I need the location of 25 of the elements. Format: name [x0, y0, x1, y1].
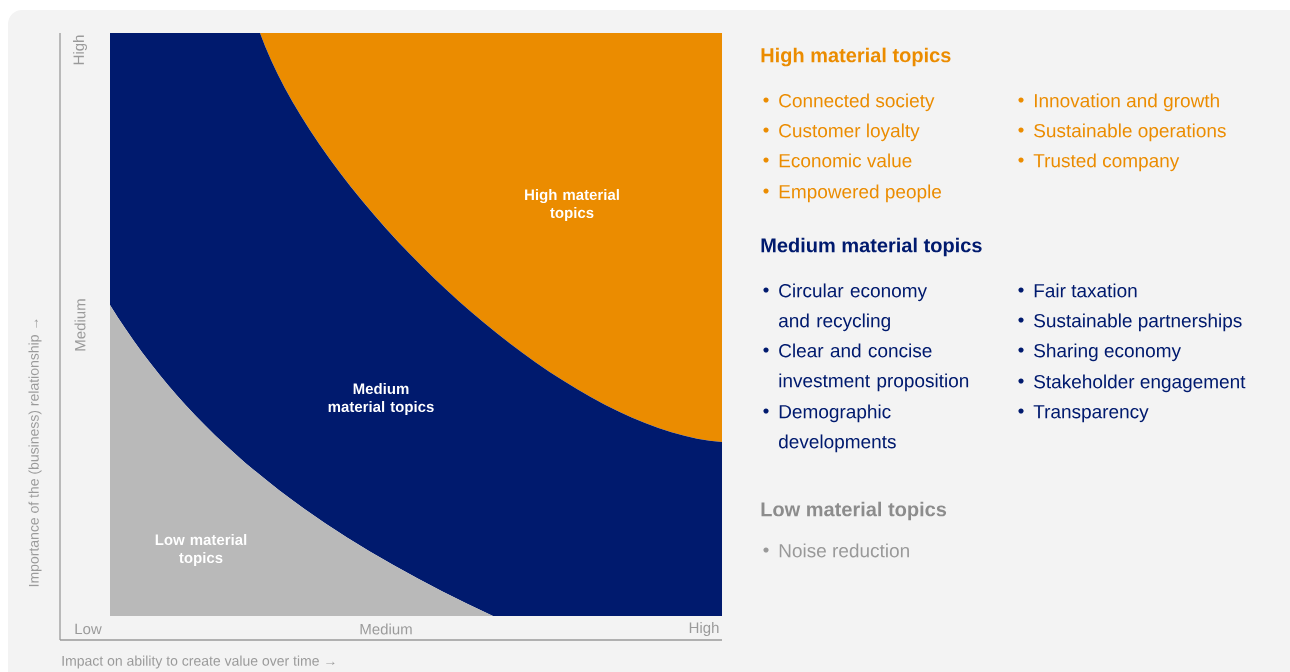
- list-item: Sustainable operations: [1018, 123, 1226, 142]
- list-item: Fair taxation: [1018, 283, 1137, 298]
- list-item: Sustainable partnerships: [1018, 313, 1242, 332]
- list-item: Transparency: [1018, 405, 1149, 423]
- list-item: Trusted company: [1018, 153, 1180, 172]
- list-item: Noise reduction: [763, 543, 909, 558]
- list-item: Stakeholder engagement: [1018, 374, 1246, 393]
- axis-tick-label: Medium: [74, 299, 86, 351]
- list-heading: Low material topics: [761, 501, 947, 521]
- list-item: Customer loyalty: [763, 123, 920, 142]
- list-heading: High material topics: [761, 47, 951, 67]
- list-heading: Medium material topics: [761, 237, 982, 257]
- list-item: Circular economy and recycling: [763, 283, 927, 332]
- axis-title: Impact on ability to create value over time →: [62, 655, 335, 669]
- axis-tick-label: High: [73, 35, 87, 65]
- axis-title: Importance of the (business) relationship →: [28, 319, 42, 587]
- list-item: Innovation and growth: [1018, 93, 1219, 112]
- list-item: Sharing economy: [1018, 343, 1181, 362]
- axis-tick-label: Low: [75, 623, 102, 635]
- list-item: Empowered people: [763, 184, 942, 203]
- list-item: Economic value: [763, 153, 912, 168]
- list-item: Clear and concise investment proposition: [763, 343, 969, 392]
- list-item: Demographic developments: [763, 404, 896, 453]
- list-item: Connected society: [763, 93, 935, 112]
- axis-tick-label: Medium: [360, 623, 412, 635]
